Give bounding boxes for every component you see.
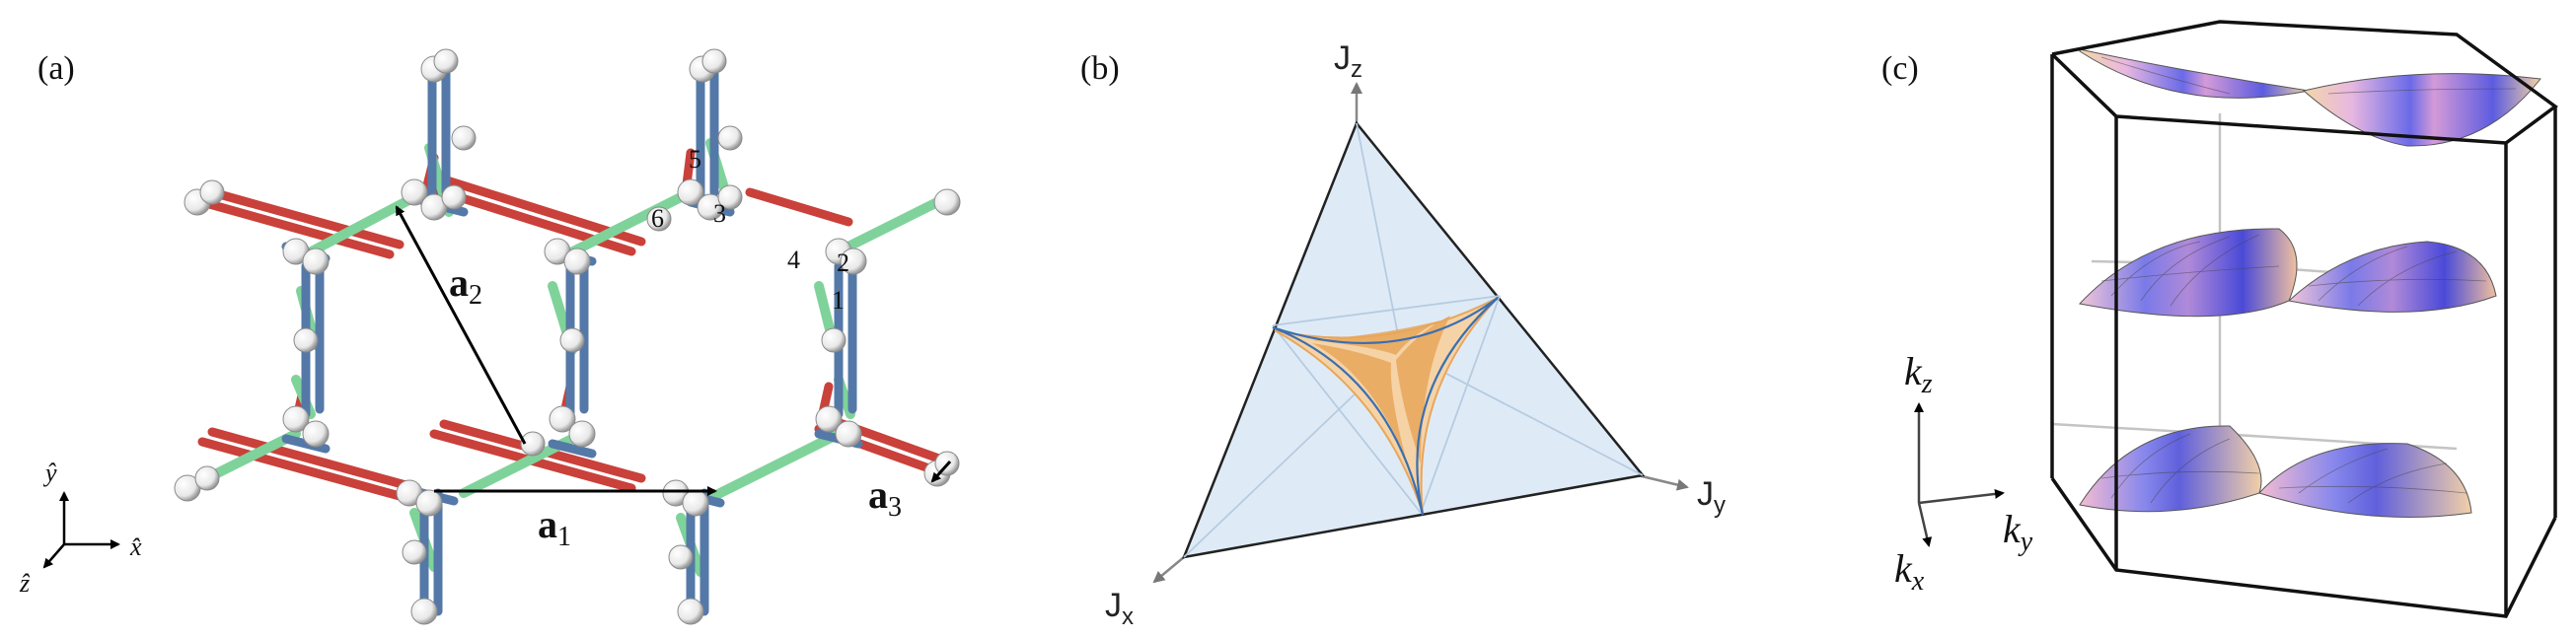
phase-axes <box>1152 82 1689 584</box>
vector-a3-arrow <box>930 460 952 483</box>
lattice-vectors <box>395 205 952 496</box>
band-low-left <box>2079 425 2262 513</box>
vector-a1-label: a1 <box>538 502 571 552</box>
band-top-left <box>2079 48 2310 99</box>
lattice-sites <box>174 48 961 625</box>
vector-a2-label: a2 <box>449 260 482 311</box>
panel-c: (c) <box>1881 20 2558 618</box>
axis-z-label: ẑ <box>19 569 31 598</box>
jy-axis <box>1637 473 1689 491</box>
site-label-6: 6 <box>651 204 664 233</box>
gapless-lobe-right <box>1396 316 1450 463</box>
panel-b: (b) Jz Jy Jx <box>1080 39 1726 630</box>
panel-b-label: (b) <box>1080 50 1120 87</box>
k-axes <box>1914 402 2005 547</box>
jx-axis <box>1152 556 1185 584</box>
band-top-right <box>2302 73 2541 147</box>
y-bonds <box>183 138 942 577</box>
vector-a3-label: a3 <box>868 472 902 523</box>
site-label-2: 2 <box>837 248 849 277</box>
band-low-right <box>2258 443 2472 518</box>
bz-front-edges <box>2050 20 2558 618</box>
gapless-lobe-left <box>1312 343 1406 459</box>
axis-y-label: ŷ <box>42 459 57 487</box>
site-label-5: 5 <box>689 145 701 174</box>
kz-label: kz <box>1904 349 1933 399</box>
ky-axis <box>1918 488 2005 505</box>
phase-boundaries <box>1272 297 1499 516</box>
site-labels: 1 2 3 4 5 6 <box>651 145 849 315</box>
site-label-3: 3 <box>713 199 726 228</box>
jx-label: Jx <box>1105 587 1134 630</box>
jz-label: Jz <box>1334 39 1362 83</box>
site-label-4: 4 <box>787 246 800 274</box>
site-label-1: 1 <box>832 286 845 315</box>
gapless-lobe-top <box>1312 320 1440 355</box>
band-mid-right <box>2287 241 2497 313</box>
axis-x-label: x̂ <box>129 532 142 561</box>
panel-a-label: (a) <box>37 50 75 87</box>
jy-label: Jy <box>1697 475 1726 519</box>
vector-a2-arrow <box>395 205 527 445</box>
axes-triad <box>42 491 120 569</box>
kx-axis <box>1917 502 1933 547</box>
ky-label: ky <box>2003 507 2033 557</box>
kx-label: kx <box>1894 546 1925 597</box>
panel-a: (a) <box>19 48 961 625</box>
panel-c-label: (c) <box>1881 50 1919 87</box>
